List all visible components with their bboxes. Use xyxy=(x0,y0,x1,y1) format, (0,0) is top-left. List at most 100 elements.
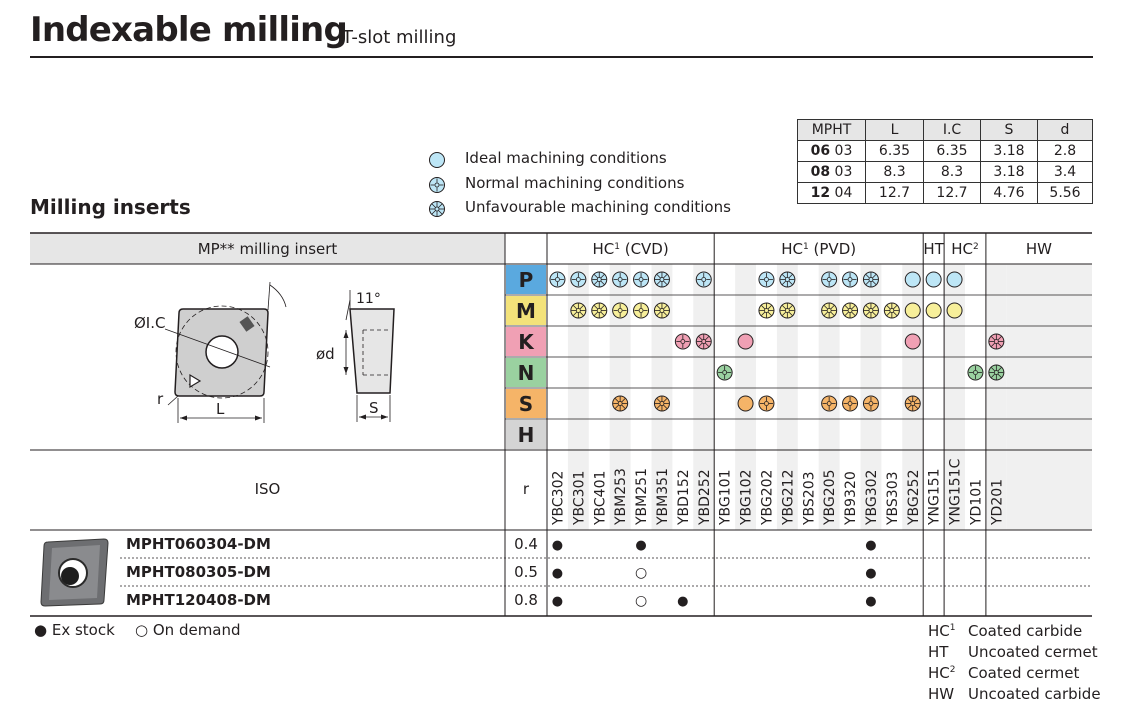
nomen-desc: Uncoated carbide xyxy=(968,685,1101,703)
condition-hub xyxy=(826,277,832,282)
dimension-row: 08 03 8.3 8.3 3.18 3.4 xyxy=(797,161,1093,183)
condition-hub xyxy=(722,370,728,375)
grade-name: YBC301 xyxy=(571,471,587,526)
grade-name: YBG202 xyxy=(759,470,775,526)
unfavourable-condition-mark xyxy=(821,302,838,319)
normal-condition-mark xyxy=(549,271,566,288)
s-dimension-label: S xyxy=(369,399,379,417)
grade-name: YBG102 xyxy=(739,470,755,526)
stock-mark: ● xyxy=(552,566,563,581)
grade-name: YBS203 xyxy=(801,471,817,526)
material-label-m: M xyxy=(516,299,536,323)
condition-hub xyxy=(659,401,665,406)
dim-code: 12 04 xyxy=(797,182,866,204)
normal-condition-mark xyxy=(862,395,879,412)
insert-header-label: MP** milling insert xyxy=(198,240,338,258)
condition-hub xyxy=(868,277,874,282)
condition-hub xyxy=(784,277,790,282)
condition-disc xyxy=(904,302,921,319)
condition-disc xyxy=(946,271,963,288)
ideal-condition-mark xyxy=(946,271,963,288)
condition-hub xyxy=(764,308,769,313)
condition-hub xyxy=(910,401,916,406)
unfavourable-condition-mark xyxy=(653,395,670,412)
normal-condition-mark xyxy=(758,395,775,412)
unfavourable-condition-mark xyxy=(758,302,775,319)
iso-label: ISO xyxy=(255,480,281,498)
item-radius: 0.4 xyxy=(514,535,538,553)
grade-column-stripe xyxy=(776,264,798,530)
material-label-h: H xyxy=(518,423,535,447)
grade-name: YBC302 xyxy=(550,471,566,526)
unfavourable-condition-mark xyxy=(779,271,796,288)
stock-mark: ● xyxy=(635,538,646,553)
ideal-condition-mark xyxy=(737,333,754,350)
stock-mark: ● xyxy=(865,538,876,553)
condition-disc xyxy=(821,395,838,412)
condition-hub xyxy=(764,277,769,282)
dimension-row: 12 04 12.7 12.7 4.76 5.56 xyxy=(797,182,1093,204)
grade-name: YBG252 xyxy=(906,470,922,526)
insert-header-cell xyxy=(30,233,505,264)
condition-disc xyxy=(842,395,859,412)
group-header-4: HW xyxy=(1026,240,1052,258)
grade-column-stripe xyxy=(985,264,1007,530)
dim-s: 4.76 xyxy=(980,182,1038,204)
nomen-code: HC2 xyxy=(928,664,956,682)
condition-disc xyxy=(674,333,691,350)
condition-disc xyxy=(633,271,650,288)
d-dimension-label: ød xyxy=(316,345,335,363)
condition-hub xyxy=(847,401,853,406)
normal-condition-mark xyxy=(821,271,838,288)
condition-disc xyxy=(737,395,754,412)
nomen-code: HW xyxy=(928,685,955,703)
material-label-p: P xyxy=(519,268,534,292)
condition-disc xyxy=(904,333,921,350)
unfavourable-condition-mark xyxy=(988,364,1005,381)
group-header-3: HC2 xyxy=(951,240,979,258)
condition-hub xyxy=(826,401,832,406)
item-radius: 0.5 xyxy=(514,563,538,581)
grade-name: YBD252 xyxy=(697,469,713,526)
condition-hub xyxy=(868,308,874,313)
condition-disc xyxy=(925,302,942,319)
condition-hub xyxy=(993,339,999,344)
dim-header-mpht: MPHT xyxy=(797,119,866,141)
condition-hub xyxy=(868,401,874,406)
condition-disc xyxy=(695,271,712,288)
unfavourable-condition-mark xyxy=(862,271,879,288)
condition-hub xyxy=(575,277,581,282)
condition-hub xyxy=(764,401,769,406)
on-demand-legend: ○ On demand xyxy=(135,621,241,639)
unfavourable-condition-mark xyxy=(862,302,879,319)
unfavourable-condition-mark xyxy=(904,395,921,412)
item-radius: 0.8 xyxy=(514,591,538,609)
ideal-condition-mark xyxy=(925,302,942,319)
condition-hub xyxy=(826,308,832,313)
dim-l: 6.35 xyxy=(865,140,924,162)
condition-disc xyxy=(612,302,629,319)
unfavourable-condition-mark xyxy=(591,302,608,319)
material-cell-s xyxy=(506,389,546,418)
grade-column-stripe xyxy=(1006,264,1092,530)
normal-condition-mark xyxy=(821,395,838,412)
normal-condition-mark xyxy=(842,395,859,412)
condition-disc xyxy=(758,395,775,412)
normal-condition-mark xyxy=(716,364,733,381)
normal-condition-mark xyxy=(967,364,984,381)
dim-header-ic: I.C xyxy=(923,119,981,141)
grade-column-stripe xyxy=(693,264,715,530)
group-header-0: HC1 (CVD) xyxy=(592,240,668,258)
condition-hub xyxy=(701,339,707,344)
condition-disc xyxy=(716,364,733,381)
normal-condition-mark xyxy=(842,271,859,288)
dim-d: 5.56 xyxy=(1037,182,1093,204)
grade-name: YNG151C xyxy=(948,458,964,526)
group-header-1: HC1 (PVD) xyxy=(781,240,856,258)
condition-disc xyxy=(925,271,942,288)
condition-hub xyxy=(847,277,853,282)
nomen-code: HC1 xyxy=(928,622,956,640)
condition-disc xyxy=(904,271,921,288)
group-header-band xyxy=(547,233,1092,264)
